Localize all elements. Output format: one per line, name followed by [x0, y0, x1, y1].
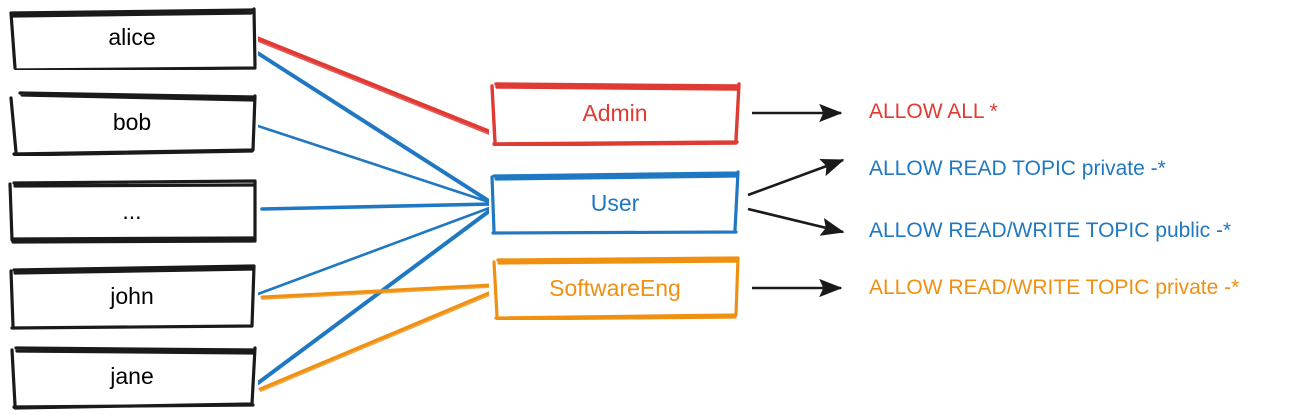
user-box-alice[interactable]: alice — [6, 4, 258, 70]
sketch-border — [490, 170, 740, 235]
sketch-border — [9, 7, 257, 70]
arrow-user-to-perm-readwrite-public — [747, 207, 845, 236]
sketch-border — [9, 264, 256, 330]
role-box-user[interactable]: User — [489, 170, 741, 236]
user-label: bob — [112, 108, 152, 135]
edge-alice-user — [254, 50, 494, 205]
sketch-border — [10, 346, 257, 410]
role-label: User — [590, 189, 640, 216]
user-label: ... — [122, 197, 142, 224]
edge-jane-softwareeng — [258, 290, 493, 392]
edge-john-softwareeng — [260, 283, 493, 300]
edge-john-user — [256, 205, 494, 296]
role-label: SoftwareEng — [549, 274, 681, 301]
role-box-softwareeng[interactable]: SoftwareEng — [489, 256, 741, 320]
sketch-border — [492, 256, 740, 320]
edge-bob-user — [256, 124, 494, 205]
user-box-bob[interactable]: bob — [6, 88, 258, 156]
permission-allow-all: ALLOW ALL * — [869, 100, 998, 123]
permission-readwrite-topic-private: ALLOW READ/WRITE TOPIC private -* — [869, 276, 1240, 299]
sketch-border — [9, 91, 257, 156]
edge-jane-user — [256, 207, 494, 385]
user-label: john — [110, 282, 154, 309]
sketch-border — [490, 82, 741, 146]
permission-readwrite-topic-public: ALLOW READ/WRITE TOPIC public -* — [869, 219, 1232, 242]
sketch-border — [8, 179, 257, 244]
user-label: alice — [108, 23, 156, 50]
role-label: Admin — [582, 99, 648, 126]
edge-ellipsis-user — [260, 202, 494, 211]
user-box-john[interactable]: john — [6, 262, 258, 330]
role-box-admin[interactable]: Admin — [489, 80, 741, 146]
permission-read-topic-private: ALLOW READ TOPIC private -* — [869, 157, 1166, 180]
arrow-user-to-perm-read-private — [747, 158, 845, 197]
user-label: jane — [110, 362, 154, 389]
user-box-jane[interactable]: jane — [6, 342, 258, 410]
edge-alice-admin — [253, 35, 494, 137]
user-box-ellipsis[interactable]: ... — [4, 176, 260, 246]
